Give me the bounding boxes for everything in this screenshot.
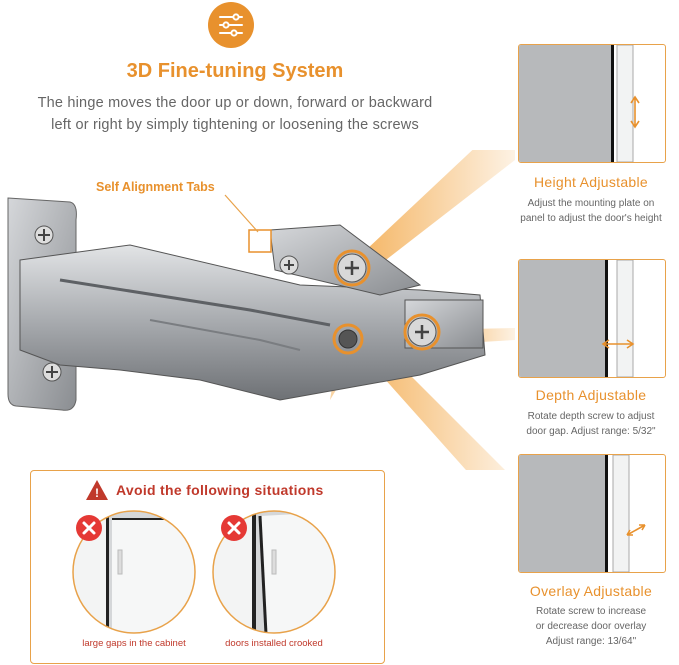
svg-text:!: ! xyxy=(95,486,99,500)
description-line-2: left or right by simply tightening or lo… xyxy=(51,117,419,133)
overlay-screw-highlight xyxy=(332,323,364,355)
height-beam xyxy=(350,150,515,280)
x-mark-icon xyxy=(221,515,247,541)
x-mark-icon xyxy=(76,515,102,541)
page-description: The hinge moves the door up or down, for… xyxy=(20,92,450,136)
hinge-arm xyxy=(19,244,486,401)
diagonal-arrow-icon xyxy=(626,524,646,536)
height-adjustable-title: Height Adjustable xyxy=(533,174,649,190)
overlay-desc-line-3: Adjust range: 13/64" xyxy=(545,636,637,647)
self-alignment-tabs-label: Self Alignment Tabs xyxy=(96,180,215,194)
horizontal-arrow-icon xyxy=(601,339,635,349)
height-screw-highlight xyxy=(333,249,371,287)
depth-panel-image xyxy=(518,259,666,378)
description-line-1: The hinge moves the door up or down, for… xyxy=(37,95,433,111)
height-desc-line-1: Adjust the mounting plate on xyxy=(527,198,655,209)
height-adjustable-desc: Adjust the mounting plate on panel to ad… xyxy=(508,196,674,226)
overlay-desc-line-2: or decrease door overlay xyxy=(535,621,647,632)
overlay-panel-image xyxy=(518,454,666,573)
height-panel-image xyxy=(518,44,666,163)
self-alignment-tab-marker xyxy=(248,229,272,253)
overlay-adjustable-desc: Rotate screw to increase or decrease doo… xyxy=(508,604,674,649)
warning-title: Avoid the following situations xyxy=(116,482,324,498)
sliders-icon xyxy=(208,2,254,48)
vertical-arrow-icon xyxy=(630,95,640,129)
gap-example-image xyxy=(72,510,196,634)
depth-screw-highlight xyxy=(403,313,441,351)
depth-adjustable-desc: Rotate depth screw to adjust door gap. A… xyxy=(508,409,674,439)
warning-icon: ! xyxy=(86,480,108,500)
depth-desc-line-1: Rotate depth screw to adjust xyxy=(527,411,655,422)
depth-desc-line-2: door gap. Adjust range: 5/32" xyxy=(526,426,656,437)
page-title: 3D Fine-tuning System xyxy=(126,60,344,82)
overlay-desc-line-1: Rotate screw to increase xyxy=(535,606,647,617)
crooked-example-caption: doors installed crooked xyxy=(225,638,323,649)
crooked-example-image xyxy=(212,510,336,634)
overlay-adjustable-title: Overlay Adjustable xyxy=(529,583,653,599)
gap-example-caption: large gaps in the cabinet xyxy=(82,638,186,649)
hinge-illustration xyxy=(7,150,515,470)
height-desc-line-2: panel to adjust the door's height xyxy=(520,213,662,224)
depth-adjustable-title: Depth Adjustable xyxy=(535,387,647,403)
